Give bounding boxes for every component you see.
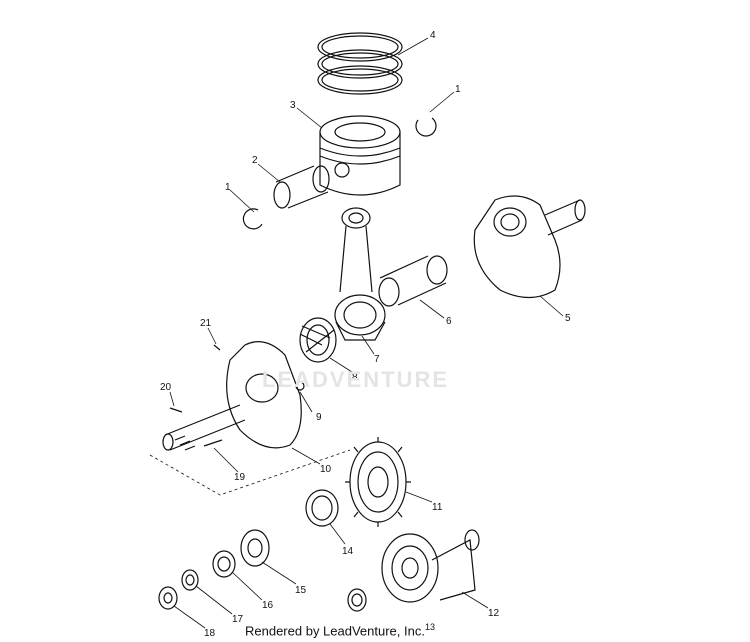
small-washer [347,588,367,612]
balance-shaft [381,529,480,603]
key-19 [203,439,223,447]
piston-rings [317,32,403,95]
circlip-left [242,208,263,230]
circlip-right [415,117,437,137]
callout-7: 7 [374,354,380,365]
crank-pin [378,255,448,307]
watermark: LEADVENTURE [262,367,450,392]
callout-16: 16 [262,600,274,611]
dowel-9 [295,381,305,391]
washer [181,569,199,591]
thrust-washer [305,489,339,527]
hex-nut [158,586,178,610]
piston [319,115,401,196]
callout-14: 14 [342,546,354,557]
footer-credit: Rendered by LeadVenture, Inc.13 [245,622,435,638]
woodruff-key-20 [169,407,183,413]
callout-4: 4 [430,30,436,41]
footer-sup: 13 [424,622,435,632]
callout-6: 6 [446,316,452,327]
callout-5: 5 [565,313,571,324]
callout-9: 9 [316,412,322,423]
castle-nut [212,550,236,578]
piston-pin [273,165,330,209]
callout-labels: 4 1 3 2 1 6 5 7 21 8 20 9 10 19 11 14 15… [160,30,571,639]
pin-21 [213,344,221,351]
callout-17: 17 [232,614,244,625]
callout-10: 10 [320,464,332,475]
callout-18: 18 [204,628,216,639]
callout-12: 12 [488,608,500,619]
callout-1-top: 1 [455,84,461,95]
needle-bearing [299,317,337,363]
callout-15: 15 [295,585,307,596]
callout-2: 2 [252,155,258,166]
drive-gear [345,437,411,527]
crankshaft-left [162,341,302,451]
crankshaft-right [473,195,586,299]
callout-19: 19 [234,472,246,483]
callout-3: 3 [290,100,296,111]
leader-lines [169,37,564,629]
callout-11: 11 [432,502,443,513]
connecting-rod [334,207,386,341]
assembly-box-10 [149,449,351,496]
callout-20: 20 [160,382,172,393]
callout-21: 21 [200,318,212,329]
callout-1-left: 1 [225,182,231,193]
callout-8: 8 [352,372,358,383]
footer-text: Rendered by LeadVenture, Inc. [245,623,425,639]
sprocket [240,529,270,567]
